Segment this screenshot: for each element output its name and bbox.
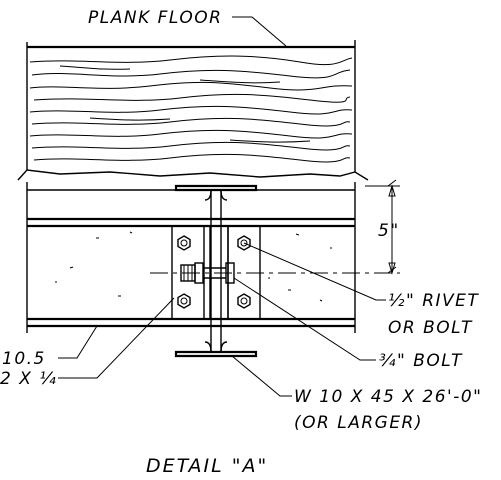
dimension-5in: [365, 179, 400, 275]
bolt-icon: [180, 262, 235, 284]
plank-floor: [17, 40, 369, 181]
dimension-5in-label: 5": [378, 221, 400, 241]
w-beam-section: [174, 184, 258, 358]
hex-nut-icon: [237, 235, 251, 251]
detail-title: DETAIL "A": [146, 455, 268, 477]
hex-nut-icon: [177, 293, 191, 309]
connection-angle-left: [171, 225, 211, 320]
hex-nut-icon: [237, 293, 251, 309]
hex-nut-icon: [177, 235, 191, 251]
beam-label-line1: W 10 X 45 X 26'-0": [294, 387, 482, 407]
left-upper-leader: [58, 325, 98, 359]
concrete-specks: [55, 231, 332, 302]
beam-leader: [231, 355, 292, 397]
rivet-label-line2: OR BOLT: [388, 318, 473, 338]
beam-label-line2: (OR LARGER): [294, 413, 423, 433]
plank-floor-leader: [232, 16, 287, 47]
wood-grain: [29, 55, 353, 163]
channel-nailer: [26, 182, 356, 333]
rivet-leader: [243, 242, 386, 301]
bolt-leader: [233, 277, 376, 361]
plank-floor-label: PLANK FLOOR: [88, 8, 222, 28]
bolt-label: ¾" BOLT: [379, 351, 463, 371]
rivet-label-line1: ½" RIVET: [388, 291, 479, 311]
left-upper-label: 10.5: [2, 349, 46, 369]
left-lower-label: 2 X ¼: [0, 369, 57, 389]
left-lower-leader: [58, 297, 175, 379]
